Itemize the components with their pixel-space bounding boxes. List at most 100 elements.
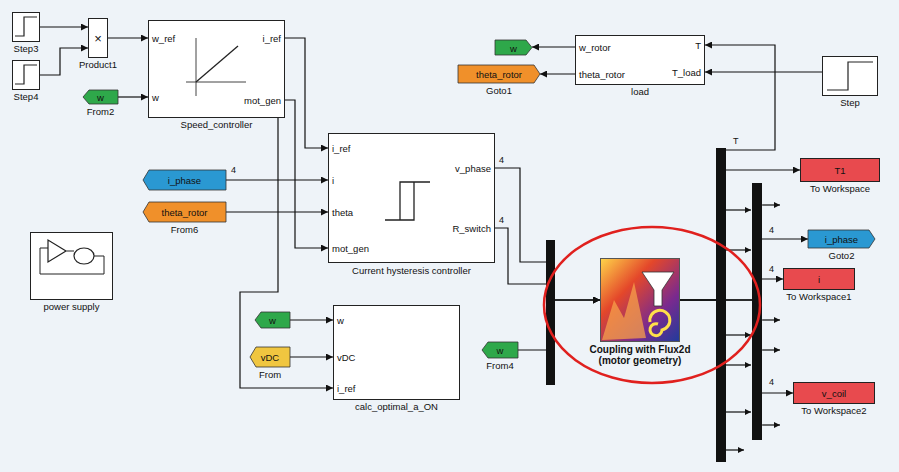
simulink-block: w_refwi_refmot_genSpeed_controller [148,20,285,118]
signal-line [108,37,148,38]
port-label: T [695,40,701,51]
block-name: Goto2 [829,250,855,261]
amplifier-icon [40,240,74,262]
signal-line [680,279,783,300]
block-name: To Workspace1 [786,291,851,302]
block-name: From [259,369,281,380]
simulink-block: Step [822,56,878,96]
tag-name: w [510,42,517,53]
tag-name: w [497,345,504,356]
port-label: w_ref [152,33,175,44]
block-name: Coupling with Flux2d (motor geometry) [575,344,705,366]
port-label: mot_gen [332,243,369,254]
block-name: From2 [87,106,114,117]
tag-name: i_phase [168,175,201,186]
signal-line [226,179,328,180]
signal-line [705,71,822,72]
port-label: T_load [672,67,701,78]
block-fill [12,60,40,90]
signal-line [518,300,600,350]
tag-shape [143,202,226,222]
block-name: Product1 [79,59,117,70]
signal-line [226,211,328,212]
port-label: R_switch [452,223,491,234]
signal-line [532,46,575,47]
signal-width: 4 [498,155,505,165]
tag-shape [482,342,518,358]
signal-line [290,356,333,357]
ramp-icon [196,46,238,82]
port-label: v_phase [455,163,491,174]
signal-width: 4 [498,215,505,225]
goto-tag: w [495,40,532,55]
tag-name: i_phase [825,234,858,245]
mux-bar [546,240,555,385]
port-label: w_rotor [579,42,611,53]
simulink-block: wvDCi_refcalc_optimal_a_ON [333,305,460,400]
tag-shape [83,90,118,104]
signal-stub [762,349,780,350]
from-tag: vDCFrom [250,347,290,367]
goto-tag: theta_rotorGoto1 [458,65,540,83]
block-name: load [631,86,649,97]
block-name: Current hysteresis controller [352,265,472,276]
signal-line [118,96,148,97]
tag-shape [255,312,290,328]
operator-symbol: × [94,32,102,45]
simulink-block: iTo Workspace1 [783,268,855,290]
tag-name: theta_rotor [476,69,522,80]
step-icon [827,62,873,90]
simulink-block: i_refithetamot_genv_phaseR_switchCurrent… [328,133,495,263]
from-tag: wFrom4 [482,342,518,358]
block-name: Step [840,97,860,108]
from-tag: w [255,312,290,328]
block-fill [328,133,495,263]
simulink-block: w_rotortheta_rotorTT_loadload [575,35,705,85]
demux-bar [716,148,726,462]
port-label: i_ref [263,33,281,44]
signal-line [540,73,575,74]
signal-line [290,319,333,320]
signal-line [285,38,328,148]
port-label: i_ref [332,143,350,154]
signal-stubs [726,205,780,450]
hysteresis-icon [385,182,430,220]
block-name: From4 [486,360,513,371]
block-fill [148,20,285,118]
signal-line [40,26,88,27]
port-label: mot_gen [244,95,281,106]
tag-shape [808,230,875,248]
step-icon [15,17,37,36]
funnel-icon [642,272,674,306]
axis [186,82,246,83]
axis [196,38,197,96]
from-tag: i_phase [143,170,226,190]
port-label: theta [332,207,353,218]
port-label: i_ref [337,383,355,394]
signal-line [285,100,328,248]
signal-width: 4 [230,165,237,175]
tag-name: v_coil [822,388,846,399]
signal-stub [762,319,780,320]
signal-width: 4 [768,377,775,387]
signal-stub [726,364,751,365]
tag-name: w [269,315,276,326]
simulink-block: v_coilTo Workspace2 [793,382,875,404]
signal-stub [762,424,780,425]
tag-shape [458,65,540,83]
block-name: calc_optimal_a_ON [355,401,438,412]
signal-name: T [732,136,740,146]
goto-tag: i_phaseGoto2 [808,230,875,248]
block-name: To Workspace2 [801,405,866,416]
port-label: vDC [337,352,355,363]
simulink-block: ×Product1 [88,18,108,58]
signal-stub [762,204,780,205]
block-fill [12,12,40,42]
simulink-block: T1To Workspace [800,158,880,182]
simulink-block: power supply [30,232,113,300]
spiral-icon [650,310,670,335]
block-name: Step3 [14,43,39,54]
